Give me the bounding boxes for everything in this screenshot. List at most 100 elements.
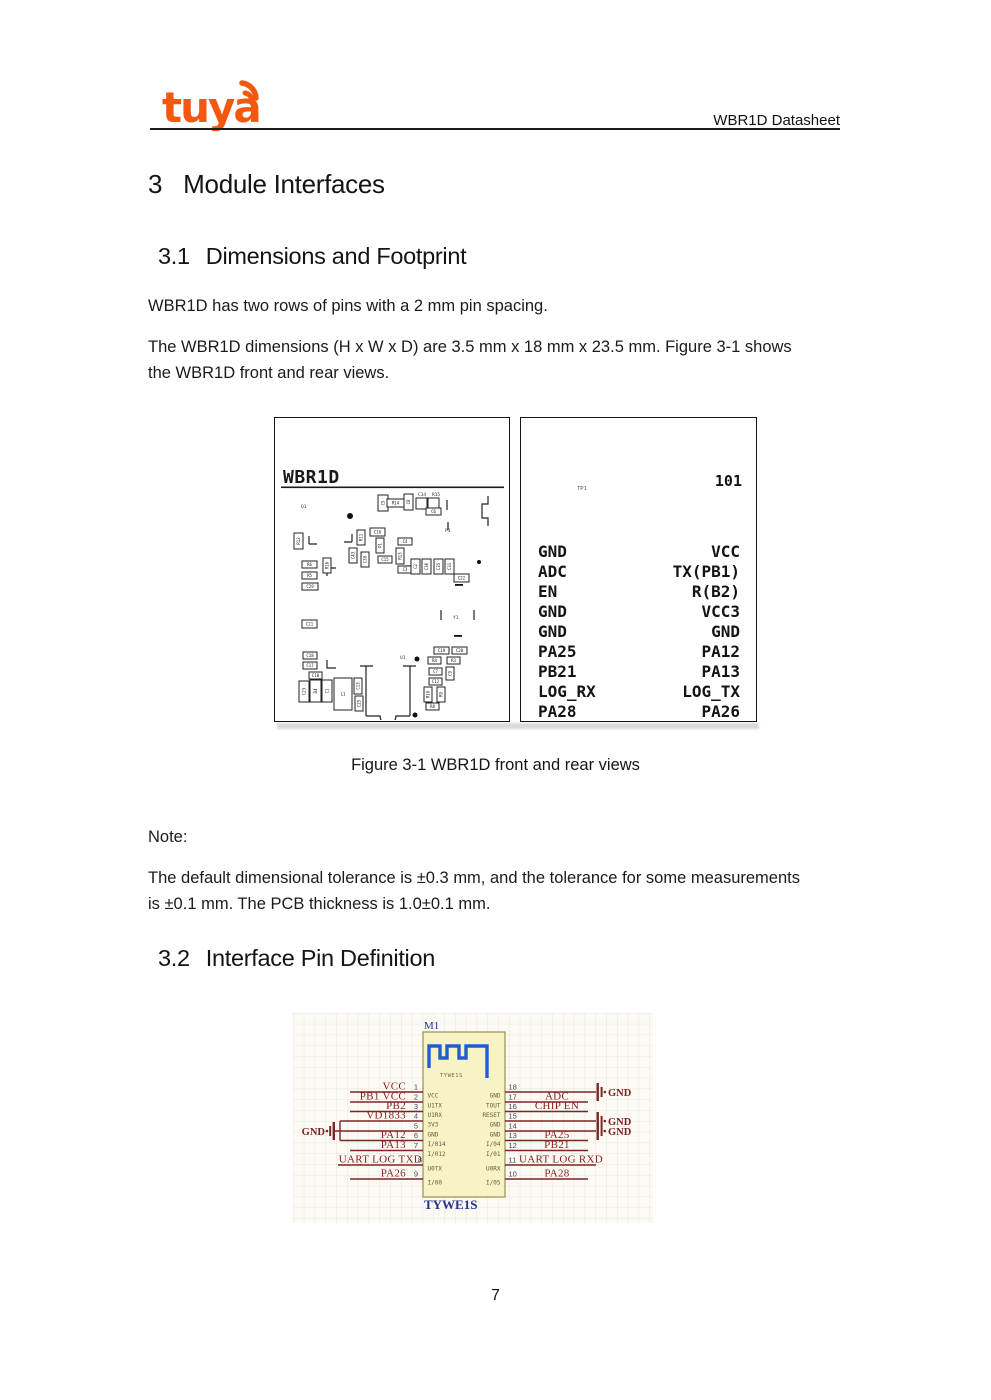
component-outline — [403, 493, 414, 511]
component-outline — [397, 537, 413, 546]
silkscreen-underline — [281, 486, 504, 489]
component-outline — [301, 582, 319, 591]
paragraph-line: the WBR1D front and rear views. — [148, 364, 390, 382]
component-outline — [410, 558, 421, 575]
ground-dot — [603, 1129, 607, 1133]
component-outline — [428, 667, 443, 676]
inner-pin-name: I/00 — [428, 1180, 443, 1187]
pin-label-right: PA12 — [701, 642, 740, 661]
pin-label-left: ADC — [538, 562, 567, 581]
component-outline — [353, 677, 363, 695]
component-label: C18 — [306, 653, 314, 658]
pin-label-left: PA25 — [538, 642, 577, 661]
silkscreen-annotation: R15 — [432, 492, 440, 498]
pin-number: 18 — [509, 1083, 517, 1092]
ground-label: GND — [302, 1127, 326, 1138]
component-label: C10 — [312, 673, 320, 678]
component-outline — [348, 547, 358, 564]
pin-label-right: LOG_TX — [682, 682, 740, 701]
pin-label-left: GND — [538, 622, 567, 641]
pin-label-left: PB21 — [538, 662, 577, 681]
pin-number: 9 — [414, 1170, 418, 1179]
inner-pin-name: GND — [490, 1093, 501, 1100]
component-outline — [436, 686, 446, 703]
component-outline — [423, 686, 433, 703]
component-label: R13 — [398, 552, 403, 560]
component-label: C23 — [302, 687, 307, 695]
inner-pin-name: U1RX — [428, 1112, 443, 1119]
pin-label-left: EN — [538, 582, 558, 601]
pin-label-right: R(B2) — [691, 582, 740, 601]
component-outline — [301, 619, 318, 629]
ground-bar — [600, 1126, 603, 1136]
pin-label-left: GND — [538, 542, 567, 561]
component-label: C29 — [306, 584, 314, 589]
silkscreen-title: WBR1D — [283, 467, 340, 488]
component-label: C2 — [413, 564, 418, 569]
component-label: C8 — [406, 499, 411, 504]
pin-number: 12 — [509, 1141, 517, 1150]
component-outline — [309, 679, 322, 703]
component-label: C13 — [356, 682, 361, 690]
component-label: C36 — [424, 562, 429, 570]
net-label: ADC — [545, 1091, 569, 1103]
section-number: 3 — [148, 169, 163, 199]
pin-number: 2 — [414, 1093, 418, 1102]
component-label: R14 — [392, 501, 400, 506]
rear-pin-row: LOG_RX LOG_TX — [538, 682, 740, 702]
component-outline — [377, 555, 393, 564]
component-outline — [433, 646, 450, 655]
component-label: C4 — [403, 539, 408, 544]
component-label: C6 — [431, 509, 436, 514]
component-outline — [302, 651, 318, 660]
component-label: P1 — [378, 543, 383, 548]
component-label: C43 — [351, 551, 356, 559]
net-label: VCC — [382, 1081, 406, 1093]
pin-number: 4 — [414, 1112, 418, 1121]
component-outline — [425, 702, 440, 711]
component-label: R9 — [439, 692, 444, 697]
inner-pin-name: U0TX — [428, 1166, 443, 1173]
inner-pin-name: U0RX — [486, 1166, 501, 1173]
pin-number: 3 — [414, 1102, 418, 1111]
net-label: CHIP EN — [535, 1100, 579, 1112]
inner-pin-name: I/04 — [486, 1141, 501, 1148]
component-label: C7 — [433, 669, 438, 674]
page-number: 7 — [491, 1287, 500, 1304]
inner-pin-name: GND — [428, 1132, 439, 1139]
pin-label-left: LOG_RX — [538, 682, 596, 701]
inner-pin-name: GND — [490, 1132, 501, 1139]
module-name-label: TYWE1S — [424, 1197, 477, 1212]
net-label: PB21 — [544, 1139, 570, 1151]
component-outline — [375, 537, 385, 554]
logo-signal-arc-large — [239, 80, 259, 101]
note-line: is ±0.1 mm. The PCB thickness is 1.0±0.1… — [148, 894, 491, 913]
paragraph-line: The WBR1D dimensions (H x W x D) are 3.5… — [148, 338, 792, 356]
component-label: C9 — [448, 671, 453, 676]
component-outline — [301, 560, 318, 569]
component-label: R3 — [451, 658, 456, 663]
fiducial-dots — [347, 513, 481, 718]
section-number: 3.2 — [158, 945, 190, 971]
header-rule — [150, 128, 840, 130]
component-outline — [425, 507, 442, 516]
component-outline — [428, 677, 443, 686]
rear-pin-row: PA25 PA12 — [538, 642, 740, 662]
inner-pin-name: TOUT — [486, 1103, 501, 1110]
antenna-icon — [427, 1044, 489, 1078]
silkscreen-corner-marks — [308, 496, 489, 720]
net-label: PA13 — [381, 1139, 406, 1151]
component-outline — [293, 532, 304, 550]
inner-pin-name: I/014 — [428, 1141, 446, 1148]
figure-front-view: WBR1D C5 — [274, 417, 510, 722]
section-title: Dimensions and Footprint — [205, 243, 467, 269]
pin-number: 11 — [509, 1156, 517, 1165]
component-label: C35 — [436, 562, 441, 570]
component-label: C21 — [306, 622, 314, 627]
